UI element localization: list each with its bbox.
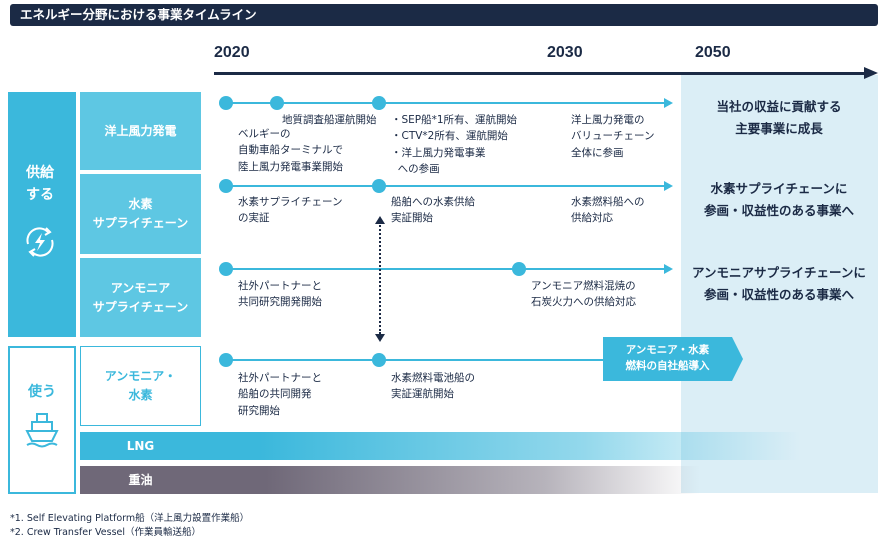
timeline-offshore	[226, 102, 666, 104]
goal-ammonia: アンモニアサプライチェーンに 参画・収益性のある事業へ	[692, 265, 866, 302]
milestone-text: 地質調査船運航開始	[282, 114, 377, 126]
milestone-dot	[372, 179, 386, 193]
lng-label: LNG	[126, 439, 155, 453]
milestone-dot	[372, 353, 386, 367]
ship-icon	[24, 410, 60, 448]
heavy-oil-label: 重油	[128, 473, 153, 487]
milestone-dot	[372, 96, 386, 110]
category-label: アンモニア サプライチェーン	[92, 280, 189, 314]
timeline-axis	[214, 72, 870, 75]
link-dotted-line	[379, 222, 381, 334]
milestone-text: ベルギーの 自動車船ターミナルで 陸上風力発電事業開始	[238, 128, 343, 173]
timeline-arrowhead	[664, 181, 673, 191]
category-ammonia-hydrogen-use: アンモニア・ 水素	[80, 346, 201, 426]
milestone-dot	[219, 262, 233, 276]
timeline-ammonia	[226, 268, 666, 270]
milestone-dot	[219, 353, 233, 367]
milestone-text: 水素燃料船への 供給対応	[571, 196, 645, 225]
year-2050: 2050	[695, 44, 731, 61]
timeline-arrowhead	[664, 98, 673, 108]
milestone-text: 水素燃料電池船の 実証運航開始	[391, 372, 475, 401]
supply-label: 供給 する	[26, 165, 54, 204]
milestone-dot	[512, 262, 526, 276]
milestone-dot	[219, 179, 233, 193]
milestone-text: 水素サプライチェーン の実証	[238, 196, 343, 225]
category-hydrogen: 水素 サプライチェーン	[80, 174, 201, 254]
lng-bar: LNG	[80, 432, 800, 460]
goal-offshore: 当社の収益に貢献する 主要事業に成長	[716, 99, 842, 136]
milestone-text: 社外パートナーと 船舶の共同開発 研究開始	[238, 372, 322, 417]
category-label: 洋上風力発電	[104, 123, 177, 138]
milestone-text: 洋上風力発電の バリューチェーン 全体に参画	[571, 114, 655, 159]
footnote-2: *2. Crew Transfer Vessel（作業員輸送船）	[10, 527, 202, 538]
milestone-text: 船舶への水素供給 実証開始	[391, 196, 475, 225]
axis-arrowhead	[864, 67, 878, 79]
milestone-dot	[219, 96, 233, 110]
milestone-text: アンモニア燃料混焼の 石炭火力への供給対応	[531, 280, 636, 309]
introduction-arrow-tip	[732, 337, 743, 381]
category-ammonia: アンモニア サプライチェーン	[80, 258, 201, 337]
category-offshore-wind: 洋上風力発電	[80, 92, 201, 170]
year-2020: 2020	[214, 44, 250, 61]
link-arrow-up	[375, 216, 385, 224]
milestone-dot	[270, 96, 284, 110]
use-group: 使う	[8, 346, 76, 494]
milestone-text: 社外パートナーと 共同研究開発開始	[238, 280, 322, 309]
category-label: 水素 サプライチェーン	[92, 197, 189, 230]
timeline-arrowhead	[664, 264, 673, 274]
category-label: アンモニア・ 水素	[104, 369, 177, 402]
use-label: 使う	[28, 384, 56, 400]
link-arrow-down	[375, 334, 385, 342]
timeline-use	[226, 359, 606, 361]
milestone-text: ・SEP船*1所有、運航開始 ・CTV*2所有、運航開始 ・洋上風力発電事業 へ…	[391, 114, 518, 175]
heavy-oil-bar: 重油	[80, 466, 700, 494]
future-zone	[681, 75, 878, 493]
supply-group: 供給 する	[8, 92, 76, 337]
year-2030: 2030	[547, 44, 583, 61]
goal-hydrogen: 水素サプライチェーンに 参画・収益性のある事業へ	[703, 181, 854, 218]
footnote-1: *1. Self Elevating Platform船（洋上風力設置作業船）	[10, 513, 250, 524]
recycle-lightning-icon	[20, 222, 60, 262]
page-title: エネルギー分野における事業タイムライン	[10, 4, 878, 26]
timeline-hydrogen	[226, 185, 666, 187]
own-ship-introduction: アンモニア・水素 燃料の自社船導入	[603, 337, 732, 381]
